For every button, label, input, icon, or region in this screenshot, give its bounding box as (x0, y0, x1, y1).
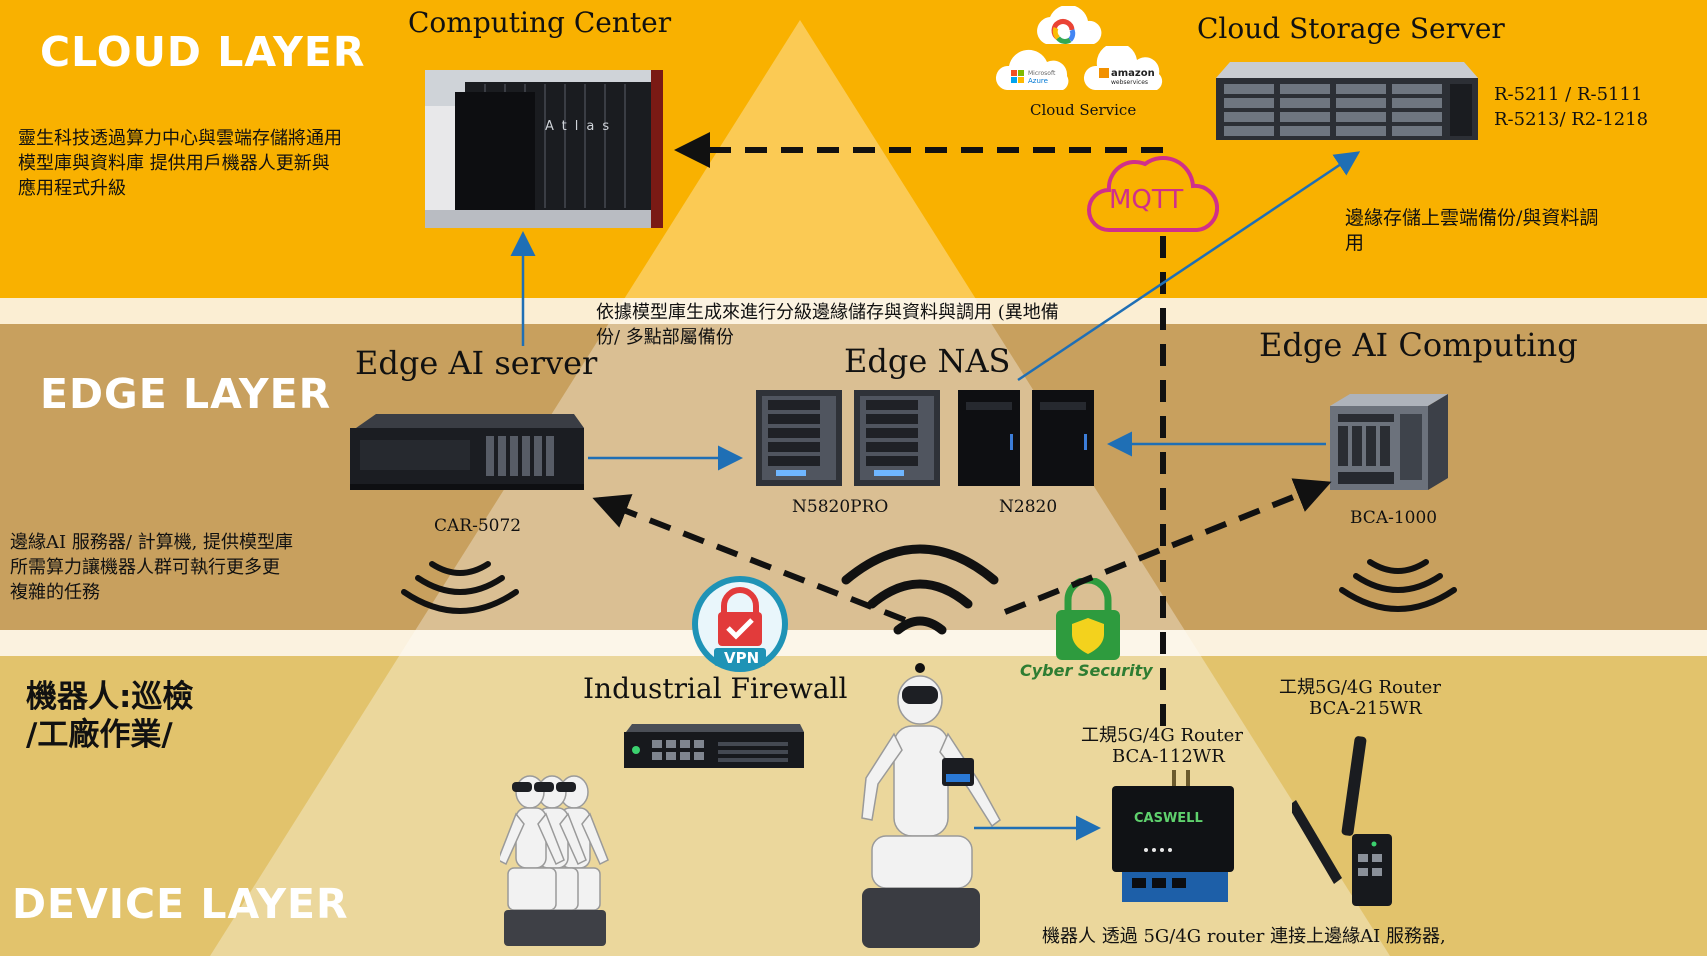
router-bca-112wr-image: CASWELL (1112, 770, 1234, 902)
edge-ai-computing-title: Edge AI Computing (1259, 326, 1578, 364)
nas-model-1-label: N5820PRO (792, 497, 889, 517)
nas-n5820pro-image (756, 390, 940, 486)
dashed-link-robot-to-edge-computing (1003, 478, 1332, 615)
car-model-label: CAR-5072 (434, 516, 522, 536)
robot-task-line: /工廠作業/ (26, 717, 173, 753)
wifi-icon-left (401, 561, 519, 614)
backup-note-line: 用 (1345, 232, 1365, 254)
edge-desc-line: 複雜的任務 (10, 582, 100, 603)
arrow-nas-to-cloud-storage (1017, 151, 1361, 382)
robot-task-label: 機器人:巡檢 /工廠作業/ (26, 678, 193, 754)
backup-note-line: 邊緣存儲上雲端備份/與資料調 (1345, 207, 1599, 229)
dashed-link-robot-to-edge-server (592, 494, 907, 623)
tiering-note-line: 依據模型庫生成來進行分級邊緣儲存與資料與調用 (異地備 (596, 302, 1059, 323)
edge-ai-server-image (350, 414, 584, 490)
storage-models-line2: R-5213/ R2-1218 (1494, 109, 1649, 130)
robot-group-image (500, 775, 609, 946)
cloud-desc-line: 模型庫與資料庫 提供用戶機器人更新與 (18, 153, 330, 174)
aws-cloud-icon: amazon webservices (1084, 46, 1163, 90)
wifi-icon-center (841, 544, 999, 635)
device-layer-label: DEVICE LAYER (12, 880, 349, 928)
cloud-desc-line: 靈生科技透過算力中心與雲端存儲將通用 (18, 128, 342, 149)
cloud-description: 靈生科技透過算力中心與雲端存儲將通用 模型庫與資料庫 提供用戶機器人更新與 應用… (18, 126, 342, 201)
edge-nas-title: Edge NAS (844, 342, 1011, 380)
cloud-desc-line: 應用程式升級 (18, 178, 126, 199)
wifi-icon-right (1339, 559, 1457, 612)
router1-line1: 工規5G/4G Router (1081, 725, 1243, 746)
nas-n2820-image (958, 390, 1094, 486)
aws-label-2: webservices (1111, 79, 1148, 86)
dashed-data-links (592, 132, 1332, 735)
router-bca-215wr-image (1292, 736, 1392, 906)
robot-task-line: 機器人:巡檢 (26, 679, 194, 715)
cloud-layer-label: CLOUD LAYER (40, 28, 366, 76)
edge-description: 邊緣AI 服務器/ 計算機, 提供模型庫 所需算力讓機器人群可執行更多更 複雜的… (10, 530, 293, 605)
rack-label: Atlas (545, 119, 617, 134)
edge-ai-computing-image (1330, 394, 1448, 490)
tiering-note-line: 份/ 多點部屬備份 (596, 327, 734, 348)
separator-band (0, 298, 1707, 324)
cloud-storage-server-image (1216, 62, 1478, 140)
cloud-service-label: Cloud Service (1030, 101, 1137, 119)
edge-desc-line: 邊緣AI 服務器/ 計算機, 提供模型庫 (10, 532, 294, 553)
cloud-storage-title: Cloud Storage Server (1197, 12, 1505, 45)
router1-line2: BCA-112WR (1112, 746, 1225, 767)
edge-ai-server-title: Edge AI server (355, 344, 598, 382)
tiering-note: 依據模型庫生成來進行分級邊緣儲存與資料與調用 (異地備 份/ 多點部屬備份 (596, 300, 1059, 350)
computing-center-title: Computing Center (408, 6, 672, 39)
router2-line2: BCA-215WR (1309, 698, 1422, 719)
router2-line1: 工規5G/4G Router (1279, 677, 1441, 698)
storage-models-line1: R-5211 / R-5111 (1494, 84, 1643, 105)
bottom-note: 機器人 透過 5G/4G router 連接上邊緣AI 服務器, (1042, 926, 1446, 947)
vpn-label: VPN (724, 649, 759, 667)
google-cloud-icon (1037, 6, 1102, 44)
nas-model-2-label: N2820 (999, 497, 1058, 517)
device-band (0, 656, 1707, 956)
computing-center-image: Atlas (425, 70, 663, 228)
industrial-firewall-image (624, 724, 804, 768)
mqtt-cloud-icon: MQTT (1087, 156, 1219, 232)
azure-cloud-icon: Microsoft Azure (995, 49, 1069, 90)
bca-model-label: BCA-1000 (1350, 508, 1438, 528)
edge-desc-line: 所需算力讓機器人群可執行更多更 (10, 557, 280, 578)
cyber-security-label: Cyber Security (1020, 661, 1153, 680)
backup-note: 邊緣存儲上雲端備份/與資料調 用 (1345, 206, 1598, 256)
edge-layer-label: EDGE LAYER (40, 370, 332, 418)
router-brand-label: CASWELL (1134, 811, 1203, 826)
main-robot-image (861, 663, 1001, 948)
vpn-icon: VPN (692, 576, 788, 672)
firewall-title: Industrial Firewall (583, 672, 848, 705)
aws-label-1: amazon (1111, 68, 1155, 79)
mqtt-label: MQTT (1109, 185, 1183, 215)
separator-band (0, 630, 1707, 656)
azure-label-1: Microsoft (1028, 70, 1056, 77)
azure-label-2: Azure (1028, 77, 1048, 85)
